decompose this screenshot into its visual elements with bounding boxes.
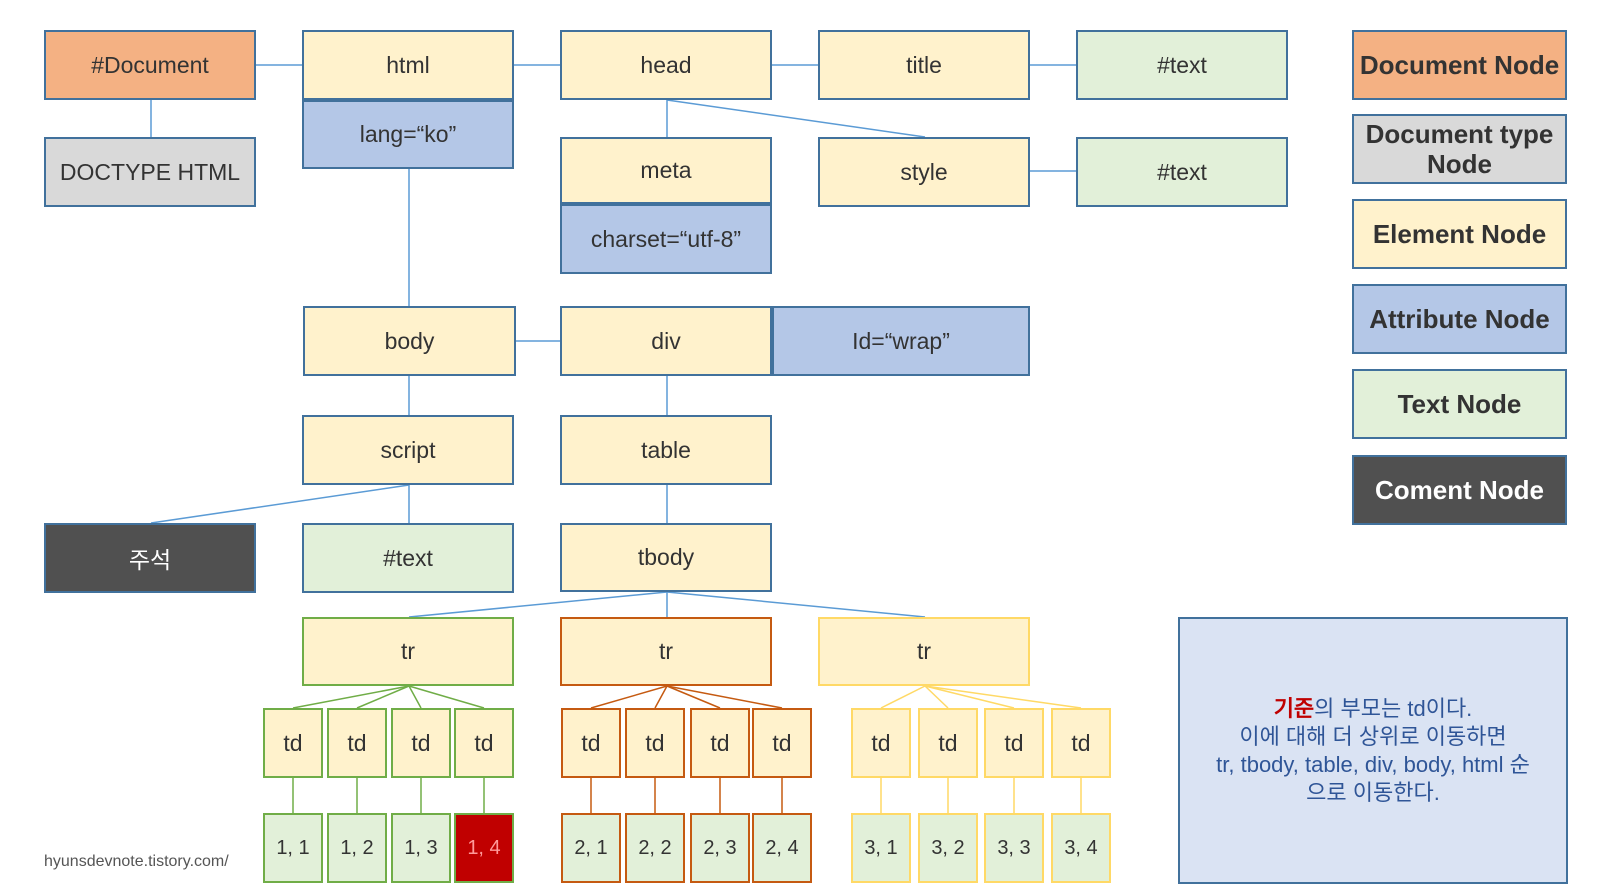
comment-node: 주석	[44, 523, 256, 593]
td-node: td	[454, 708, 514, 778]
style-text-node: #text	[1076, 137, 1288, 207]
note-line-1-rest: 의 부모는 td이다.	[1314, 695, 1473, 721]
td-node: td	[984, 708, 1044, 778]
cell-text-node: 3, 2	[918, 813, 978, 883]
row1-connectors	[292, 685, 485, 813]
note-line-1: 기준의 부모는 td이다.	[1274, 695, 1473, 723]
title-text-node: #text	[1076, 30, 1288, 100]
td-node: td	[625, 708, 685, 778]
td-node: td	[1051, 708, 1111, 778]
legend-text-node: Text Node	[1352, 369, 1567, 439]
cell-text-node: 3, 1	[851, 813, 911, 883]
td-node: td	[918, 708, 978, 778]
legend-element-node: Element Node	[1352, 199, 1567, 269]
div-node: div	[560, 306, 772, 376]
td-node: td	[263, 708, 323, 778]
note-line-2: 이에 대해 더 상위로 이동하면	[1239, 723, 1507, 749]
div-id-attribute: Id=“wrap”	[772, 306, 1030, 376]
explanation-note: 기준의 부모는 td이다. 이에 대해 더 상위로 이동하면 tr, tbody…	[1178, 617, 1568, 884]
script-node: script	[302, 415, 514, 485]
row2-connectors	[590, 685, 783, 813]
tree-connectors	[150, 64, 1076, 618]
legend-attribute-node: Attribute Node	[1352, 284, 1567, 354]
cell-text-node: 2, 3	[690, 813, 750, 883]
html-lang-attribute: lang=“ko”	[302, 100, 514, 169]
highlighted-cell-node: 1, 4	[454, 813, 514, 883]
td-node: td	[690, 708, 750, 778]
tbody-node: tbody	[560, 523, 772, 592]
document-node: #Document	[44, 30, 256, 100]
cell-text-node: 1, 1	[263, 813, 323, 883]
head-node: head	[560, 30, 772, 100]
tr-node: tr	[302, 617, 514, 686]
style-node: style	[818, 137, 1030, 207]
td-node: td	[561, 708, 621, 778]
cell-text-node: 3, 3	[984, 813, 1044, 883]
tr-node: tr	[560, 617, 772, 686]
body-node: body	[303, 306, 516, 376]
note-highlight: 기준	[1273, 695, 1315, 721]
meta-charset-attribute: charset=“utf-8”	[560, 204, 772, 274]
legend-comment-node: Coment Node	[1352, 455, 1567, 525]
cell-text-node: 2, 2	[625, 813, 685, 883]
script-text-node: #text	[302, 523, 514, 593]
html-node: html	[302, 30, 514, 100]
credit-text: hyunsdevnote.tistory.com/	[44, 853, 229, 870]
meta-node: meta	[560, 137, 772, 204]
td-node: td	[391, 708, 451, 778]
row3-connectors	[880, 685, 1082, 813]
note-line-3: tr, tbody, table, div, body, html 순	[1216, 751, 1530, 777]
note-line-4: 으로 이동한다.	[1306, 779, 1440, 805]
tr-node: tr	[818, 617, 1030, 686]
cell-text-node: 2, 1	[561, 813, 621, 883]
cell-text-node: 1, 3	[391, 813, 451, 883]
cell-text-node: 2, 4	[752, 813, 812, 883]
table-node: table	[560, 415, 772, 485]
cell-text-node: 3, 4	[1051, 813, 1111, 883]
legend-doctype-node: Document type Node	[1352, 114, 1567, 184]
doctype-node: DOCTYPE HTML	[44, 137, 256, 207]
td-node: td	[327, 708, 387, 778]
cell-text-node: 1, 2	[327, 813, 387, 883]
td-node: td	[851, 708, 911, 778]
legend-document-node: Document Node	[1352, 30, 1567, 100]
title-node: title	[818, 30, 1030, 100]
td-node: td	[752, 708, 812, 778]
